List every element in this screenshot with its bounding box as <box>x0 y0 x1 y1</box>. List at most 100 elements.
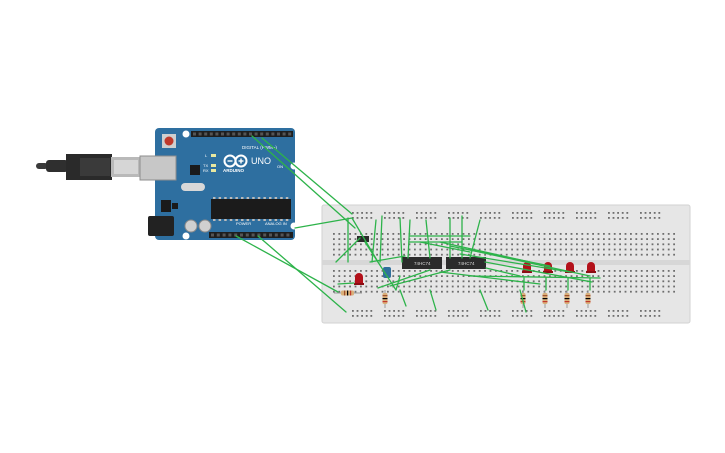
wire[interactable] <box>419 241 471 253</box>
breadboard-hole[interactable] <box>498 310 501 312</box>
breadboard-hole[interactable] <box>649 212 651 214</box>
breadboard-hole[interactable] <box>608 285 611 288</box>
breadboard-hole[interactable] <box>644 212 647 214</box>
breadboard-hole[interactable] <box>397 248 400 251</box>
breadboard-hole[interactable] <box>338 280 341 283</box>
breadboard-hole[interactable] <box>354 238 357 240</box>
breadboard-hole[interactable] <box>626 212 629 214</box>
breadboard-hole[interactable] <box>630 248 632 251</box>
breadboard-hole[interactable] <box>365 290 368 293</box>
breadboard-hole[interactable] <box>356 310 359 312</box>
breadboard-hole[interactable] <box>522 243 524 246</box>
breadboard-hole[interactable] <box>360 290 362 293</box>
breadboard-hole[interactable] <box>554 238 557 240</box>
breadboard-hole[interactable] <box>489 270 492 272</box>
breadboard-hole[interactable] <box>651 248 654 251</box>
header-pin[interactable] <box>288 132 292 136</box>
breadboard-hole[interactable] <box>356 212 359 214</box>
breadboard-hole[interactable] <box>658 212 661 214</box>
breadboard-hole[interactable] <box>356 315 359 317</box>
breadboard-hole[interactable] <box>621 217 624 219</box>
breadboard-hole[interactable] <box>457 285 459 288</box>
breadboard-hole[interactable] <box>361 310 363 312</box>
wires[interactable] <box>235 135 601 313</box>
breadboard-hole[interactable] <box>624 290 627 293</box>
header-pin[interactable] <box>263 233 267 237</box>
breadboard-hole[interactable] <box>424 233 427 235</box>
breadboard-hole[interactable] <box>580 217 583 219</box>
breadboard-hole[interactable] <box>370 233 373 235</box>
breadboard-hole[interactable] <box>576 248 578 251</box>
breadboard-hole[interactable] <box>538 275 540 277</box>
breadboard-hole[interactable] <box>402 315 405 317</box>
breadboard-hole[interactable] <box>408 275 411 277</box>
breadboard-hole[interactable] <box>592 248 594 251</box>
breadboard-hole[interactable] <box>512 310 514 312</box>
breadboard-hole[interactable] <box>522 275 524 277</box>
breadboard-hole[interactable] <box>521 217 523 219</box>
breadboard-hole[interactable] <box>333 275 335 277</box>
breadboard-hole[interactable] <box>549 275 551 277</box>
breadboard-hole[interactable] <box>565 238 567 240</box>
breadboard-hole[interactable] <box>594 212 597 214</box>
breadboard-hole[interactable] <box>662 280 665 283</box>
breadboard-hole[interactable] <box>549 233 551 235</box>
breadboard-hole[interactable] <box>511 253 513 256</box>
breadboard-hole[interactable] <box>662 285 665 288</box>
breadboard-hole[interactable] <box>343 248 346 251</box>
breadboard-hole[interactable] <box>388 315 391 317</box>
breadboard-hole[interactable] <box>667 238 670 240</box>
breadboard-hole[interactable] <box>576 285 578 288</box>
header-pin[interactable] <box>215 132 219 136</box>
breadboard-hole[interactable] <box>370 310 373 312</box>
breadboard-hole[interactable] <box>597 290 600 293</box>
breadboard-hole[interactable] <box>349 270 351 272</box>
breadboard-hole[interactable] <box>392 238 395 240</box>
breadboard-hole[interactable] <box>562 217 565 219</box>
breadboard-hole[interactable] <box>667 233 670 235</box>
breadboard-hole[interactable] <box>576 217 578 219</box>
breadboard-hole[interactable] <box>376 248 378 251</box>
breadboard-hole[interactable] <box>343 275 346 277</box>
breadboard-hole[interactable] <box>403 233 405 235</box>
breadboard-hole[interactable] <box>521 212 523 214</box>
breadboard-hole[interactable] <box>554 243 557 246</box>
breadboard-hole[interactable] <box>424 238 427 240</box>
breadboard-hole[interactable] <box>500 270 503 272</box>
header-pin[interactable] <box>260 132 264 136</box>
breadboard-hole[interactable] <box>624 238 627 240</box>
breadboard-hole[interactable] <box>419 285 422 288</box>
breadboard-hole[interactable] <box>416 315 418 317</box>
header-pin[interactable] <box>209 132 213 136</box>
breadboard-hole[interactable] <box>557 310 560 312</box>
breadboard-hole[interactable] <box>387 285 389 288</box>
breadboard-hole[interactable] <box>549 253 551 256</box>
breadboard-hole[interactable] <box>608 315 610 317</box>
breadboard-hole[interactable] <box>630 243 632 246</box>
wire[interactable] <box>485 267 521 277</box>
breadboard-hole[interactable] <box>505 248 508 251</box>
breadboard-hole[interactable] <box>429 212 432 214</box>
breadboard-hole[interactable] <box>452 315 455 317</box>
breadboard-hole[interactable] <box>370 238 373 240</box>
breadboard-hole[interactable] <box>644 315 647 317</box>
breadboard-hole[interactable] <box>484 217 487 219</box>
breadboard-hole[interactable] <box>441 275 443 277</box>
breadboard-hole[interactable] <box>493 310 496 312</box>
breadboard-hole[interactable] <box>376 280 378 283</box>
breadboard-hole[interactable] <box>646 238 648 240</box>
breadboard-hole[interactable] <box>473 285 476 288</box>
breadboard-hole[interactable] <box>333 238 335 240</box>
breadboard-hole[interactable] <box>478 233 481 235</box>
breadboard-hole[interactable] <box>673 248 675 251</box>
breadboard-hole[interactable] <box>576 212 578 214</box>
breadboard-hole[interactable] <box>493 217 496 219</box>
breadboard-hole[interactable] <box>381 290 384 293</box>
breadboard-hole[interactable] <box>559 238 562 240</box>
breadboard-hole[interactable] <box>559 290 562 293</box>
header-pin[interactable] <box>269 233 272 237</box>
breadboard-hole[interactable] <box>370 243 373 246</box>
breadboard-hole[interactable] <box>370 285 373 288</box>
breadboard-hole[interactable] <box>424 280 427 283</box>
breadboard-hole[interactable] <box>352 315 354 317</box>
